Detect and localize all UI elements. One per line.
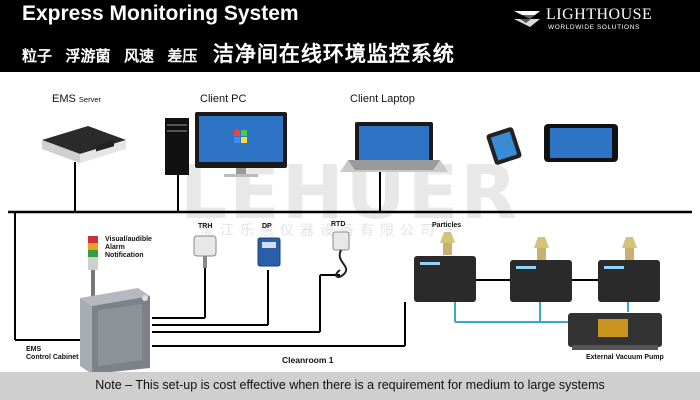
tag-plankton: 浮游菌 [65,47,111,65]
tag-pressure: 差压 [167,47,198,65]
lighthouse-logo-icon [514,11,540,27]
rtd-sensor-icon [332,231,350,278]
page-title: Express Monitoring System [22,2,299,25]
particle-counter-3-icon [598,237,660,302]
brand-logo: LIGHTHOUSE WORLDWIDE SOLUTIONS [512,6,682,37]
header-banner: Express Monitoring System LIGHTHOUSE WOR… [0,0,700,72]
particles-label: Particles [432,222,462,229]
footer-note-text: Note – This set-up is cost effective whe… [95,378,605,392]
rtd-label: RTD [331,221,346,228]
trh-sensor-icon [193,235,217,268]
cabinet-label: EMS Control Cabinet [26,346,79,361]
ems-server-label: EMS Server [52,93,101,105]
client-pc-label: Client PC [200,93,247,105]
network-lines [8,162,692,347]
vacuum-pump-label: External Vacuum Pump [586,354,664,361]
dp-sensor-icon [257,237,281,267]
particle-counter-1-icon [414,232,476,302]
vacuum-pump-icon [568,313,662,350]
alarm-tower-icon [88,236,98,296]
dp-label: DP [262,223,272,230]
tag-particles: 粒子 [22,47,53,65]
trh-label: TRH [198,223,213,230]
ems-server-icon [42,126,126,163]
subtitle-row: 粒子 浮游菌 风速 差压 洁净间在线环境监控系统 [22,38,455,68]
mobile-devices-icon [486,124,618,165]
client-laptop-label: Client Laptop [350,93,415,105]
ems-control-cabinet-icon [80,288,150,374]
brand-tagline: WORLDWIDE SOLUTIONS [548,24,640,31]
tag-airflow: 风速 [123,47,154,65]
client-laptop-icon [340,122,448,172]
brand-name: LIGHTHOUSE [546,6,653,23]
footer-note: Note – This set-up is cost effective whe… [0,372,700,400]
alarm-label: Visual/audible Alarm Notification [105,236,152,259]
cleanroom-label: Cleanroom 1 [282,355,334,365]
client-pc-icon [165,112,287,177]
vacuum-lines [454,302,629,323]
particle-counter-2-icon [510,237,572,302]
page-title-cn: 洁净间在线环境监控系统 [212,42,455,66]
watermark-sub: 渐江乐惠仪器设备有限公司 [200,223,440,239]
